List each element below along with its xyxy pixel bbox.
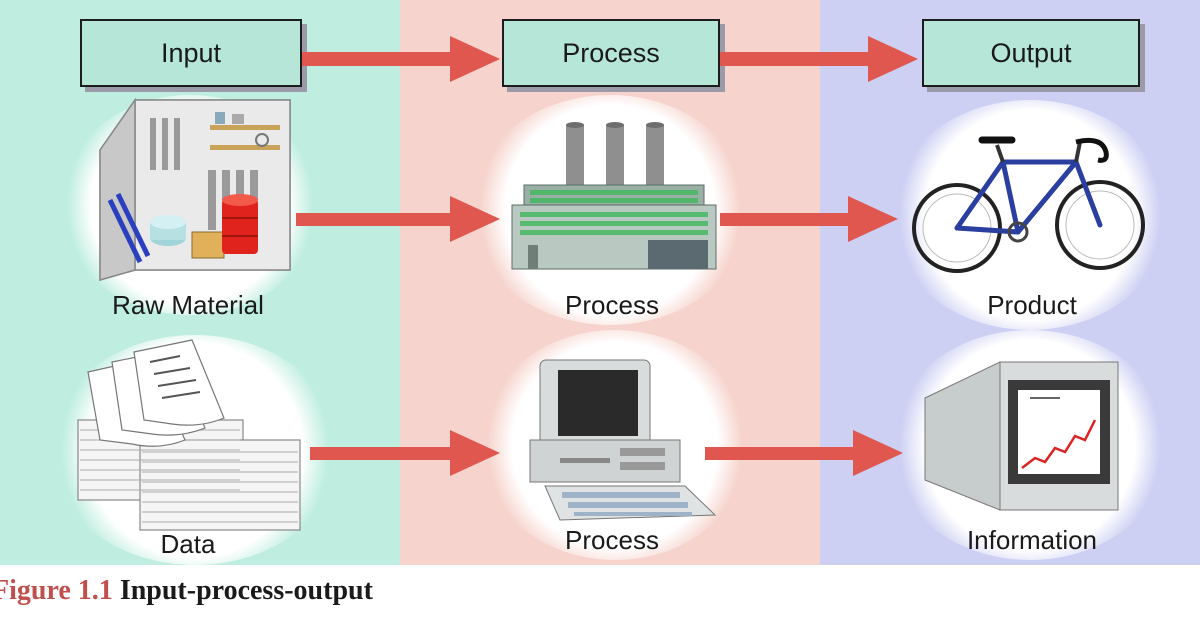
computer-icon bbox=[529, 359, 717, 521]
arrow-process-output-header bbox=[720, 36, 918, 82]
process-label-row2: Process bbox=[565, 525, 659, 555]
arrow-process-to-product bbox=[720, 196, 898, 242]
bicycle-icon bbox=[912, 136, 1145, 273]
input-header: Input bbox=[80, 19, 302, 87]
diagram-graphics bbox=[77, 36, 1145, 531]
arrow-raw-to-process bbox=[296, 196, 500, 242]
information-label: Information bbox=[966, 525, 1098, 555]
figure-title: Input-process-output bbox=[119, 575, 373, 606]
arrows bbox=[296, 36, 918, 476]
process-header: Process bbox=[502, 19, 720, 87]
ipo-diagram: Input Process Output bbox=[0, 0, 1200, 565]
input-header-label: Input bbox=[160, 37, 222, 68]
data-label: Data bbox=[160, 529, 216, 559]
factory-icon bbox=[511, 122, 717, 270]
figure-number: Figure 1.1 bbox=[0, 575, 113, 606]
monitor-chart-icon bbox=[924, 361, 1119, 511]
output-header: Output bbox=[922, 19, 1140, 87]
process-header-label: Process bbox=[562, 37, 660, 68]
warehouse-icon bbox=[99, 97, 291, 281]
documents-icon bbox=[77, 339, 301, 531]
figure-caption: Figure 1.1 Input-process-output bbox=[0, 575, 373, 607]
arrow-input-process-header bbox=[302, 36, 500, 82]
raw-material-label: Raw Material bbox=[112, 290, 264, 320]
output-header-label: Output bbox=[990, 37, 1072, 68]
arrow-process-to-information bbox=[705, 430, 903, 476]
process-label-row1: Process bbox=[565, 290, 659, 320]
product-label: Product bbox=[987, 290, 1077, 320]
arrow-data-to-process bbox=[310, 430, 500, 476]
